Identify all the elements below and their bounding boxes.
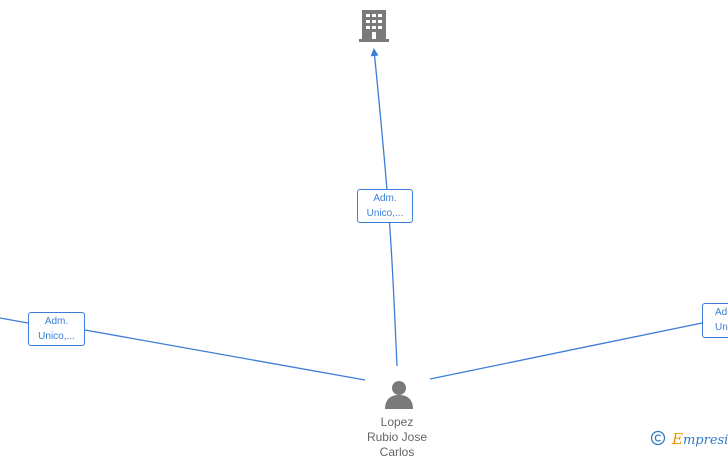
edge-to-right [429,322,703,380]
relation-label-line1: Adm. [44,316,69,327]
relation-label-line2: Unico,... [366,208,404,219]
building-icon[interactable] [359,10,389,42]
person-name-line1: Lopez [380,415,414,429]
relation-label-right[interactable]: Adm. Unico,... [702,303,728,338]
person-name[interactable]: Lopez Rubio Jose Carlos [337,415,457,460]
relation-label-line1: Adm. [373,193,397,204]
copyright-icon [650,430,666,446]
relation-label-line2: Unico,... [38,331,75,342]
edge-to-left [0,317,366,381]
person-name-line3: Carlos [379,445,415,459]
relation-label-left[interactable]: Adm. Unico,... [28,312,85,346]
brand-name-rest: mpresia [682,433,728,448]
person-name-line2: Rubio Jose [366,430,428,444]
network-graph [0,10,703,409]
person-icon[interactable] [385,381,413,409]
relation-label-line1: Adm. [715,307,728,318]
brand-name: Empresia [672,430,728,448]
relation-label-line2: Unico,... [715,322,728,333]
relation-label-center[interactable]: Adm. Unico,... [357,189,413,223]
brand-name-first-letter: E [672,430,683,448]
